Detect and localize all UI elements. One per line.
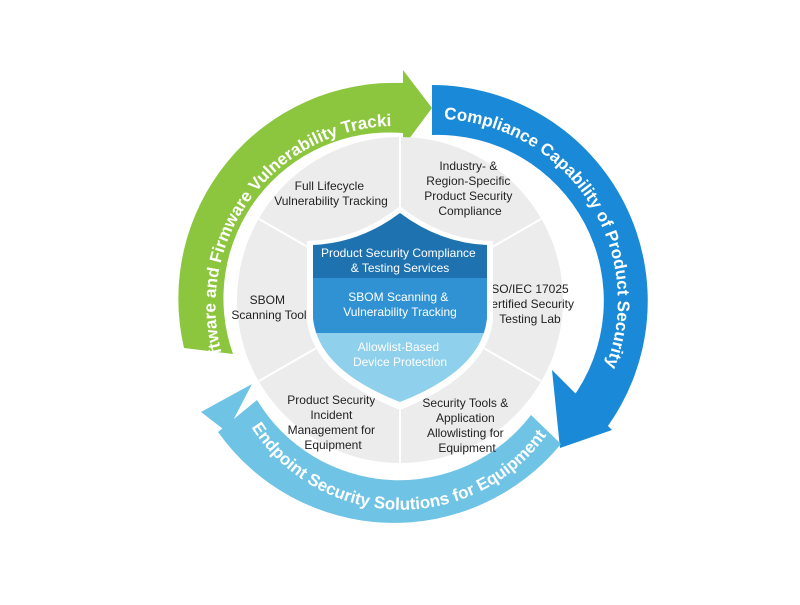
green-arrowhead [403,70,432,147]
green-arc [178,82,403,354]
segment-full-lifecycle-tracking: Full Lifecycle Vulnerability Tracking [274,179,388,208]
shield-label-compliance-testing: Product Security Compliance & Testing Se… [321,246,479,275]
segment-region-specific-compliance: Industry- & Region-Specific Product Secu… [424,159,515,218]
shield-label-sbom-scanning: SBOM Scanning & Vulnerability Tracking [343,290,457,319]
blue-arc [432,85,648,430]
outer-ring [178,70,648,523]
light-blue-arrowhead [201,384,252,432]
segment-incident-management: Product Security Incident Management for… [287,393,378,452]
shield-label-allowlist-protection: Allowlist-Based Device Protection [353,340,447,369]
central-shield: Product Security Compliance & Testing Se… [307,206,493,410]
light-blue-arc [218,400,561,523]
segment-certified-testing-lab: ISO/IEC 17025 Certified Security Testing… [483,282,578,326]
segment-sbom-scanning-tool: SBOM Scanning Tool [231,293,306,322]
segment-application-allowlisting: Security Tools & Application Allowlistin… [422,396,511,455]
shield-band-sbom [313,278,487,333]
blue-arrowhead [552,370,612,448]
